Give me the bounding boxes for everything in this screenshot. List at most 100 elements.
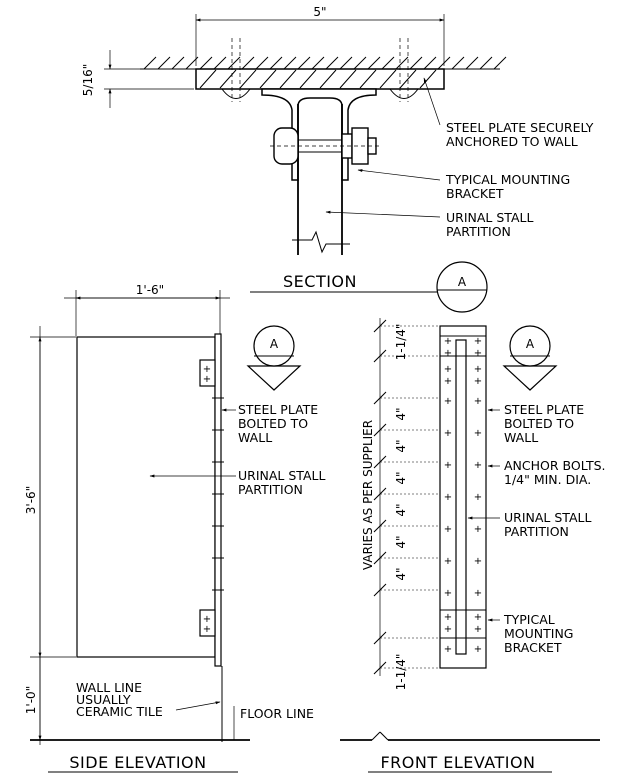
side-label-partition-2: PARTITION [238, 482, 303, 497]
front-label-partition-2: PARTITION [504, 524, 569, 539]
front-bolt-mark: + [444, 492, 452, 503]
front-label-anchor-2: 1/4" MIN. DIA. [504, 472, 591, 487]
front-bolt-mark: + [474, 612, 482, 623]
side-width-label: 1'-6" [136, 283, 164, 297]
wall-hatch-tick [269, 56, 283, 70]
wall-hatch-tick [409, 56, 423, 70]
plate-hatch-tick [259, 69, 277, 89]
side-label-plate-2: BOLTED TO [238, 416, 308, 431]
svg-text:+: + [203, 364, 211, 375]
front-partition-strip [455, 339, 467, 655]
wall-hatch-tick [171, 56, 185, 70]
side-label-plate-1: STEEL PLATE [238, 402, 318, 417]
wall-hatch-tick [339, 56, 353, 70]
front-bolt-mark: + [474, 428, 482, 439]
plate-hatch-tick [419, 69, 437, 89]
front-label-partition-1: URINAL STALL [504, 510, 591, 525]
wall-hatch-tick [465, 56, 479, 70]
side-label-wall-2: USUALLY [76, 692, 131, 707]
side-title: SIDE ELEVATION [69, 753, 206, 772]
front-spacing-label: 4" [394, 471, 408, 484]
front-bolt-mark: + [474, 348, 482, 359]
side-label-wall-1: WALL LINE [76, 680, 142, 695]
front-label-plate-1: STEEL PLATE [504, 402, 584, 417]
steel-plate [195, 68, 445, 90]
front-spacing-label: 4" [394, 407, 408, 420]
front-spacing-label: 4" [394, 439, 408, 452]
front-spacing-label: 4" [394, 535, 408, 548]
front-bolt-mark: + [474, 556, 482, 567]
front-bolt-mark: + [444, 396, 452, 407]
wall-hatch [140, 56, 507, 70]
front-bracket-top [439, 335, 487, 357]
plate-hatch-tick [239, 69, 257, 89]
wall-hatch-tick [311, 56, 325, 70]
front-title: FRONT ELEVATION [380, 753, 535, 772]
wall-hatch-tick [493, 56, 507, 70]
side-label-plate-3: WALL [238, 430, 272, 445]
front-bolt-mark: + [474, 460, 482, 471]
svg-text:+: + [203, 374, 211, 385]
front-bolt-mark: + [444, 460, 452, 471]
wall-hatch-tick [451, 56, 465, 70]
front-bracket-bottom [439, 609, 487, 639]
front-label-bracket-2: MOUNTING [504, 626, 573, 641]
plate-hatch-tick [399, 69, 417, 89]
front-top-dim: 1-1/4" [394, 324, 408, 361]
front-bolt-mark: + [444, 588, 452, 599]
section-label-partition-2: PARTITION [446, 224, 511, 239]
wall-hatch-tick [479, 56, 493, 70]
side-label-floor: FLOOR LINE [240, 706, 314, 721]
wall-hatch-tick [381, 56, 395, 70]
wall-hatch-tick [283, 56, 297, 70]
front-bolt-mark: + [474, 524, 482, 535]
front-spacing-label: 4" [394, 503, 408, 516]
front-label-bracket-3: BRACKET [504, 640, 562, 655]
wall-hatch-tick [395, 56, 409, 70]
front-bottom-dim: 1-1/4" [394, 654, 408, 691]
front-bolt-mark: + [444, 624, 452, 635]
side-label-wall-3: CERAMIC TILE [76, 704, 163, 719]
side-elevation: 1'-6" + + + + 3'-6" 1'-0" STEEL PLATE BO… [24, 283, 325, 773]
anchor-bolts [221, 38, 419, 102]
section-label-plate-2: ANCHORED TO WALL [446, 134, 578, 149]
wall-hatch-tick [255, 56, 269, 70]
front-spacing-label: 4" [394, 567, 408, 580]
plate-hatch-tick [199, 69, 217, 89]
front-bolt-mark: + [444, 428, 452, 439]
wall-hatch-tick [297, 56, 311, 70]
front-bolt-mark: + [474, 376, 482, 387]
section-label-bracket-1: TYPICAL MOUNTING [445, 172, 570, 187]
front-tag: A [502, 325, 558, 391]
front-bolt-mark: + [474, 364, 482, 375]
front-bolt-mark: + [444, 364, 452, 375]
section-tag-circle [436, 261, 488, 313]
front-tag-letter: A [526, 337, 535, 351]
wall-hatch-tick [423, 56, 437, 70]
front-bolt-mark: + [474, 644, 482, 655]
front-label-anchor-1: ANCHOR BOLTS. [504, 458, 606, 473]
wall-hatch-tick [325, 56, 339, 70]
wall-hatch-tick [199, 56, 213, 70]
plate-hatch-tick [379, 69, 397, 89]
front-bolt-mark: + [474, 396, 482, 407]
wall-hatch-tick [143, 56, 157, 70]
wall-hatch-tick [213, 56, 227, 70]
svg-text:+: + [203, 624, 211, 635]
section-width-dimension: 5" [195, 5, 445, 66]
wall-hatch-tick [353, 56, 367, 70]
side-label-partition-1: URINAL STALL [238, 468, 325, 483]
wall-hatch-tick [241, 56, 255, 70]
front-bolt-mark: + [474, 336, 482, 347]
side-height-label: 3'-6" [24, 486, 38, 514]
front-elevation: ++++++++++++++++++++++++++++ 4"4"4"4"4"4… [340, 318, 606, 773]
section-label-plate-1: STEEL PLATE SECURELY [446, 120, 594, 135]
side-tag: A [246, 325, 302, 391]
wall-hatch-tick [157, 56, 171, 70]
plate-hatch-tick [219, 69, 237, 89]
front-label-plate-3: WALL [504, 430, 538, 445]
front-bolt-mark: + [444, 524, 452, 535]
front-bolt-mark: + [474, 492, 482, 503]
side-bracket-top [199, 359, 216, 387]
svg-text:+: + [203, 614, 211, 625]
